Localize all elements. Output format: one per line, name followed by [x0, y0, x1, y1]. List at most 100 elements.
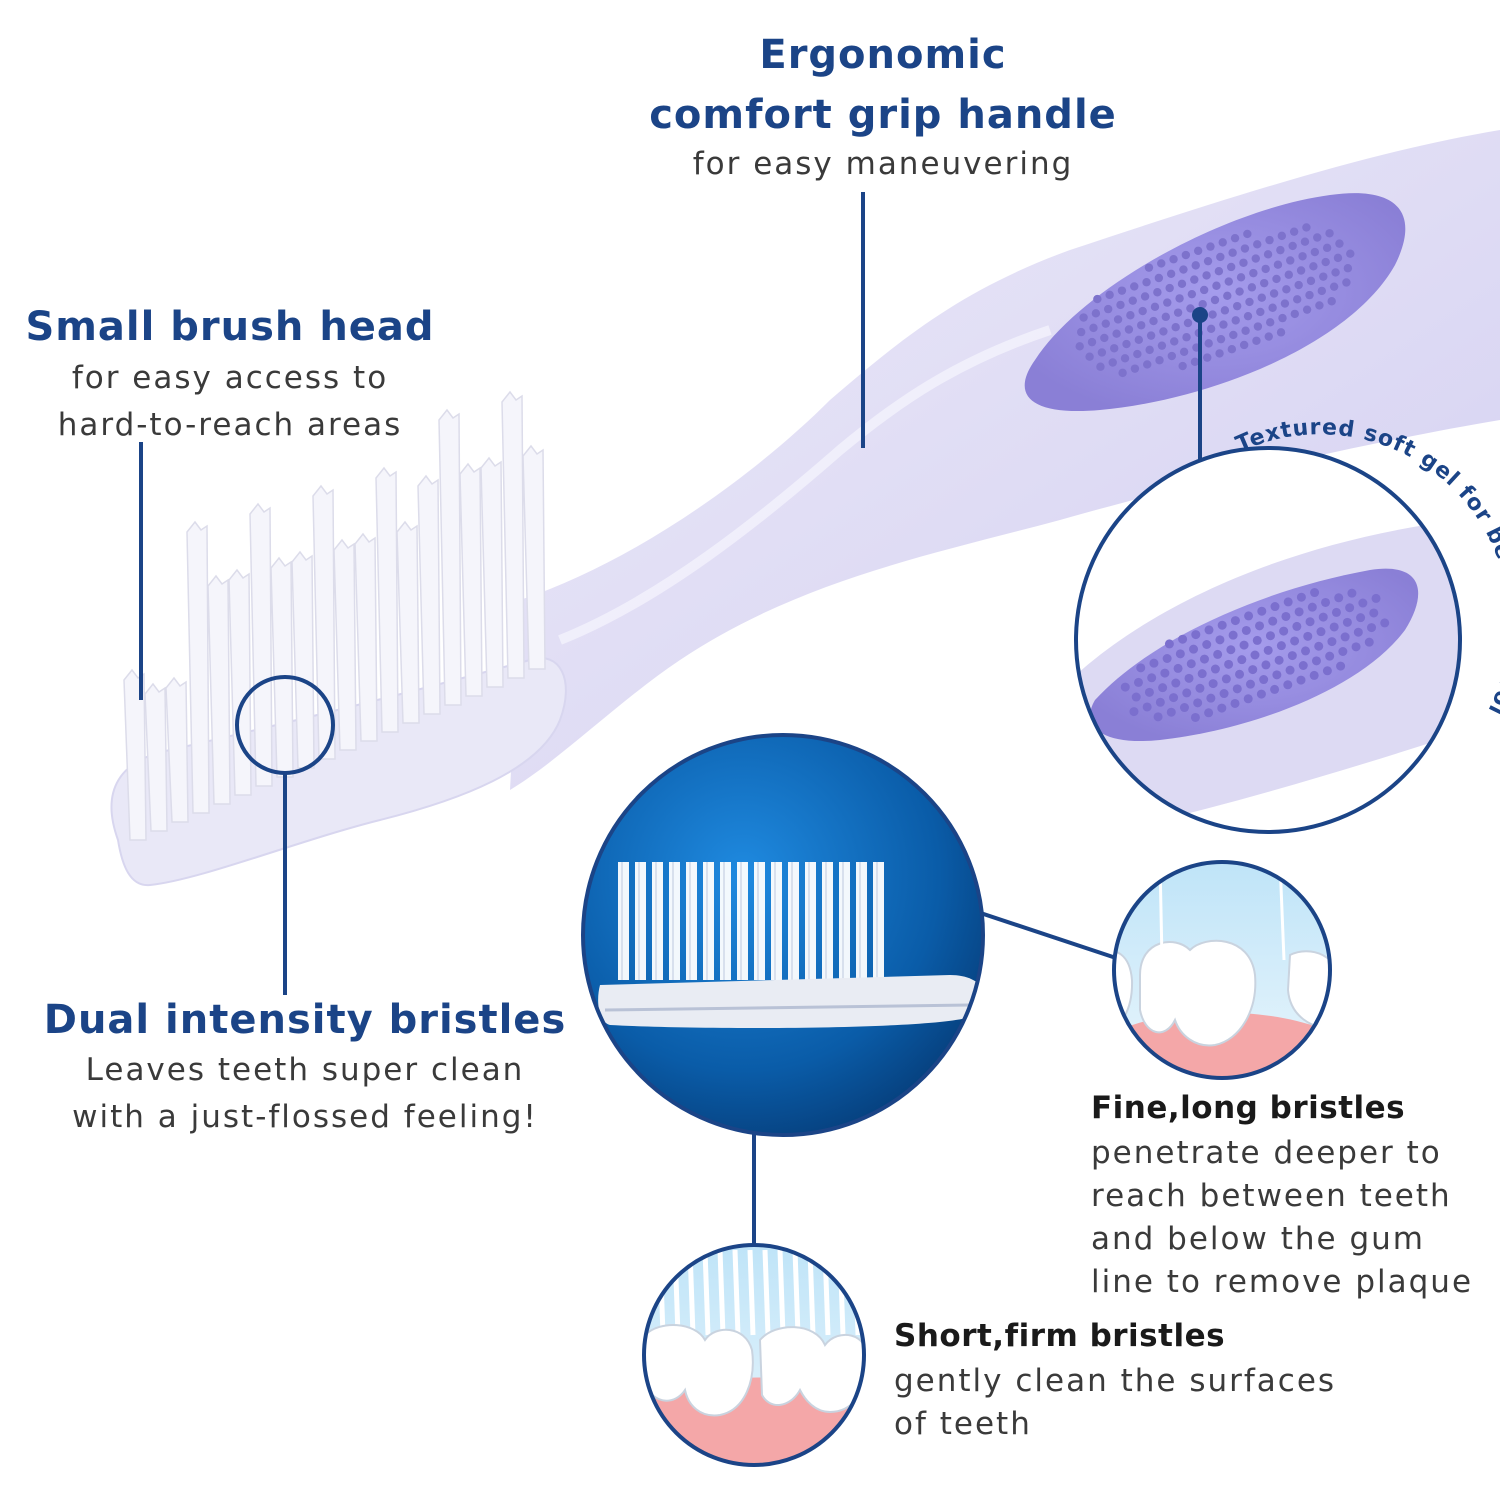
gel-nub [1224, 277, 1233, 286]
gel-nub [1220, 306, 1230, 315]
gel-nub [1293, 295, 1302, 304]
gel-nub [1178, 361, 1187, 371]
gel-nub [1253, 322, 1263, 331]
gel-zoom-nub [1171, 678, 1181, 688]
gel-nub [1243, 229, 1252, 239]
gel-zoom-nub [1369, 608, 1379, 618]
gel-nub [1199, 285, 1209, 295]
gel-nub [1228, 248, 1237, 257]
gel-nub [1302, 305, 1312, 314]
gel-zoom-nub [1217, 703, 1227, 713]
gel-nub [1343, 264, 1353, 273]
bristle-tuft [270, 556, 294, 778]
gel-nub [1335, 239, 1344, 248]
gel-zoom-nub [1131, 692, 1141, 702]
gel-nub [1321, 257, 1330, 267]
gel-zoom-nub [1305, 617, 1315, 627]
gel-zoom-nub [1311, 656, 1321, 666]
gel-nub [1089, 323, 1098, 333]
gel-zoom-nub [1340, 632, 1350, 642]
bristle-tuft [207, 574, 231, 805]
gel-nub [1333, 253, 1343, 263]
gel-zoom-nub [1276, 641, 1286, 651]
gel-zoom-nub [1232, 684, 1242, 694]
gel-nub [1263, 250, 1273, 259]
gel-nub [1190, 275, 1199, 284]
gel-zoom-nub [1224, 659, 1234, 669]
bristle-tuft [459, 462, 483, 697]
gel-nub [1140, 292, 1150, 301]
closeup-bristle [686, 862, 697, 980]
gel-nub [1216, 334, 1226, 344]
closeup-bristle [652, 862, 663, 980]
gel-zoom-nub [1327, 637, 1337, 647]
closeup-bristle [822, 862, 833, 980]
gel-nub [1219, 320, 1228, 329]
gel-nub [1268, 303, 1277, 312]
gel-zoom-nub [1173, 663, 1183, 673]
gel-nub [1203, 353, 1212, 362]
gel-nub [1183, 318, 1193, 328]
gel-zoom-nub [1210, 664, 1220, 674]
short-title: Short,firm bristles [894, 1318, 1226, 1354]
gel-nub [1076, 327, 1086, 337]
fine-title: Fine,long bristles [1091, 1090, 1406, 1126]
gel-nub [1177, 279, 1187, 289]
bristle-tuft [501, 390, 525, 679]
gel-nub [1154, 273, 1164, 283]
gel-nub [1087, 337, 1097, 347]
gel-zoom-nub [1351, 642, 1361, 652]
gel-nub [1165, 283, 1174, 293]
gel-zoom-nub [1166, 707, 1176, 717]
gel-nub [1346, 249, 1355, 258]
fine-line2: reach between teeth [1091, 1178, 1452, 1214]
gel-nub [1096, 362, 1105, 371]
gel-nub [1264, 332, 1273, 341]
gel-nub [1145, 345, 1154, 355]
gel-nub [1130, 364, 1140, 373]
gel-nub [1170, 337, 1179, 346]
closeup-bristle [839, 862, 850, 980]
gel-nub [1157, 341, 1167, 350]
gel-zoom-nub [1281, 611, 1291, 621]
gel-zoom-nub [1169, 693, 1179, 703]
gel-nub [1226, 262, 1236, 272]
gel-zoom-nub [1296, 675, 1306, 685]
gel-zoom-nub [1164, 639, 1174, 649]
short-bristle [822, 1249, 831, 1336]
gel-nub [1079, 313, 1088, 322]
gel-nub [1161, 312, 1171, 322]
gel-nub [1280, 299, 1290, 308]
gel-zoom-nub [1285, 665, 1295, 675]
gel-zoom-nub [1149, 658, 1159, 668]
gel-nub [1108, 358, 1117, 367]
gel-nub [1239, 340, 1249, 350]
gel-zoom-nub [1184, 673, 1194, 683]
bristle-tuft [228, 568, 252, 796]
gel-zoom-nub [1345, 603, 1355, 613]
gel-nub [1163, 298, 1172, 307]
gel-nub [1294, 280, 1303, 290]
gel-nub [1093, 294, 1102, 304]
gel-zoom-nub [1136, 663, 1146, 673]
gel-nub [1120, 354, 1130, 363]
gel-zoom-nub [1364, 637, 1374, 647]
gel-zoom-nub [1204, 625, 1214, 635]
closeup-bristle [805, 862, 816, 980]
gel-zoom-nub [1318, 612, 1328, 622]
short-bristle [807, 1249, 816, 1336]
gel-zoom-nub [1257, 606, 1267, 616]
gel-zoom-nub [1230, 616, 1240, 626]
short-line2: of teeth [894, 1406, 1032, 1442]
grip-gel-dots [1075, 223, 1355, 378]
gel-zoom-nub [1142, 702, 1152, 712]
grip-gel-pad [1024, 193, 1406, 412]
bristle-tuft [291, 550, 315, 769]
gel-zoom-nub [1197, 669, 1207, 679]
gel-nub [1229, 330, 1238, 340]
gel-nub [1212, 281, 1221, 290]
gel-nub [1118, 368, 1127, 378]
bristle-tuft [249, 502, 273, 787]
gel-zoom-nub [1199, 654, 1209, 664]
gel-zoom-nub [1303, 631, 1313, 641]
